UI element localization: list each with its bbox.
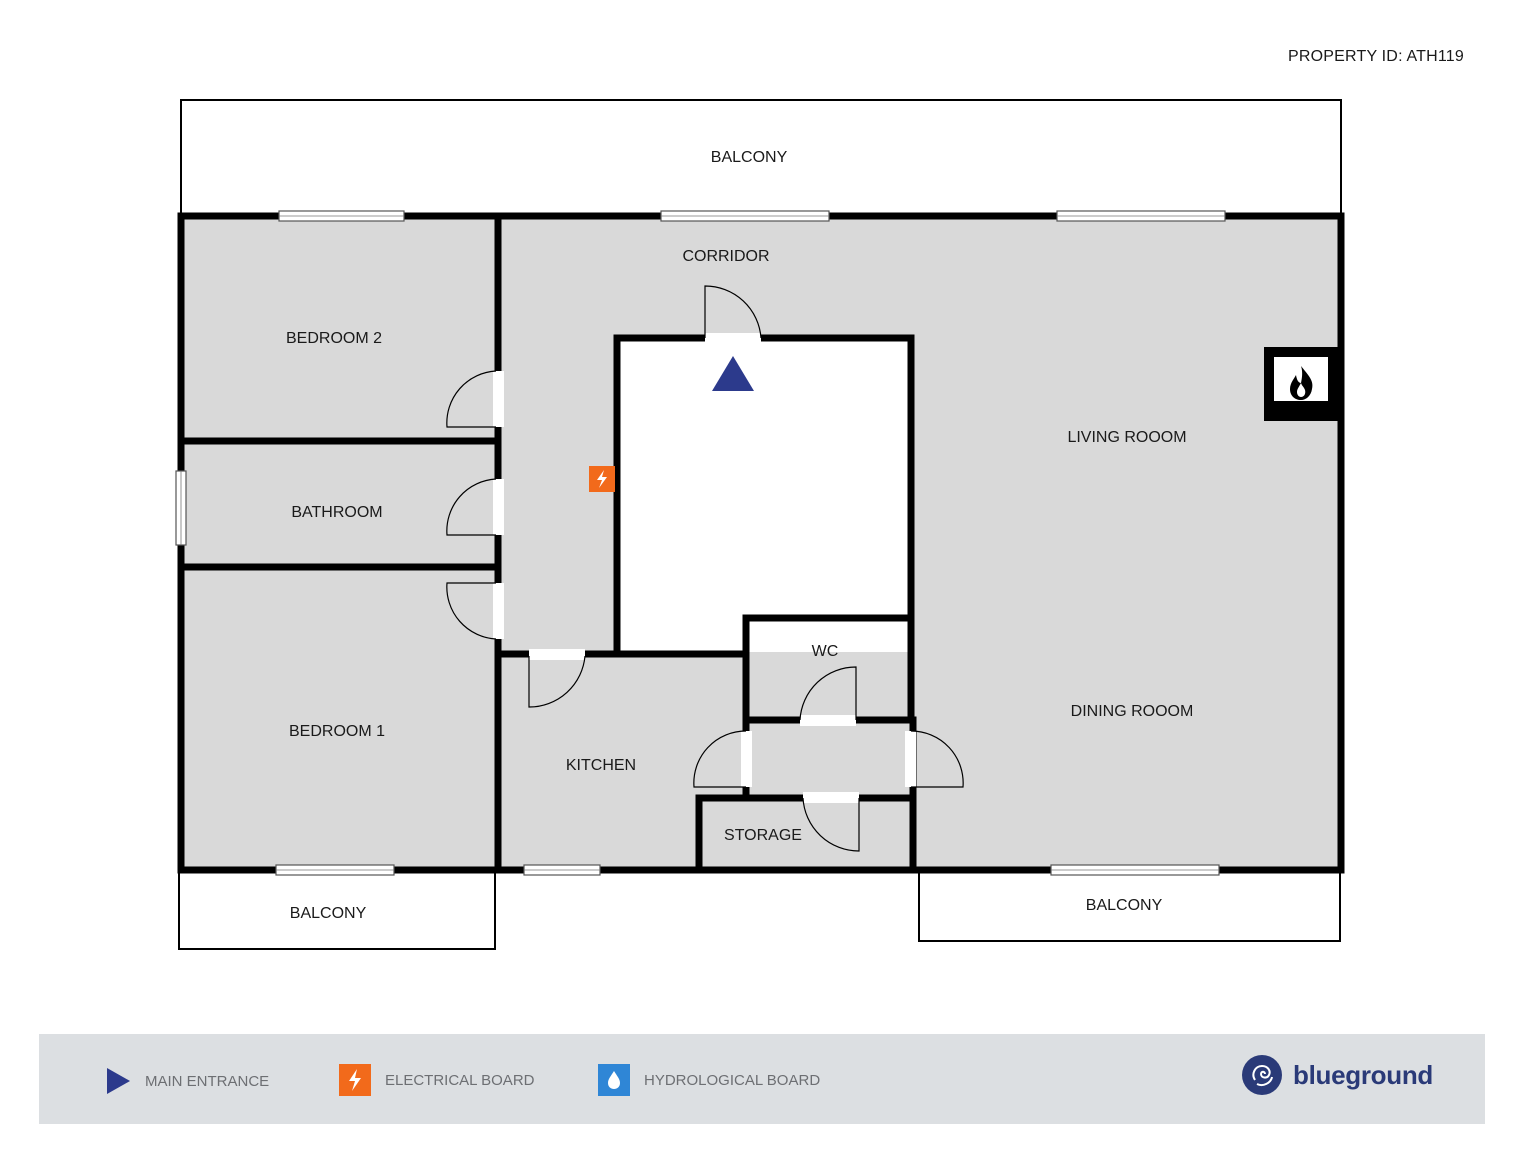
label-bedroom-1: BEDROOM 1 xyxy=(289,723,385,740)
blueground-logo-icon xyxy=(1241,1054,1283,1096)
label-wc: WC xyxy=(812,643,839,660)
fireplace xyxy=(1264,347,1340,421)
legend-electrical-board: ELECTRICAL BOARD xyxy=(339,1064,534,1096)
flame-icon xyxy=(1290,366,1313,400)
legend-main-entrance-label: MAIN ENTRANCE xyxy=(145,1072,270,1090)
lightning-icon xyxy=(339,1064,371,1096)
property-id: PROPERTY ID: ATH119 xyxy=(1287,48,1464,65)
label-balcony-bottom-left: BALCONY xyxy=(290,905,367,922)
label-storage: STORAGE xyxy=(724,827,802,844)
floor-plan: BALCONY CORRIDOR BEDROOM 2 BATHROOM LIVI… xyxy=(175,99,1345,950)
label-corridor: CORRIDOR xyxy=(682,248,769,265)
legend-main-entrance: MAIN ENTRANCE xyxy=(105,1067,269,1095)
legend-electrical-board-label: ELECTRICAL BOARD xyxy=(385,1071,535,1089)
door-gaps xyxy=(493,333,916,803)
label-bathroom: BATHROOM xyxy=(291,504,382,521)
brand-name: blueground xyxy=(1293,1059,1433,1090)
brand-logo: blueground xyxy=(1241,1054,1433,1096)
water-drop-icon xyxy=(598,1064,630,1096)
label-balcony-bottom-right: BALCONY xyxy=(1086,897,1163,914)
window-lines xyxy=(180,215,1225,871)
entrance-hall xyxy=(617,338,911,652)
room-labels: BALCONY CORRIDOR BEDROOM 2 BATHROOM LIVI… xyxy=(286,149,1193,922)
label-living-room: LIVING ROOOM xyxy=(1067,429,1186,446)
door-swings xyxy=(446,285,964,852)
label-dining-room: DINING ROOOM xyxy=(1071,703,1194,720)
legend-bar: MAIN ENTRANCE ELECTRICAL BOARD HYDROLOGI… xyxy=(39,1034,1485,1124)
label-kitchen: KITCHEN xyxy=(566,757,636,774)
label-balcony-top: BALCONY xyxy=(711,149,788,166)
legend-hydrological-board-label: HYDROLOGICAL BOARD xyxy=(644,1071,821,1089)
play-triangle-icon xyxy=(105,1067,131,1095)
lightning-icon xyxy=(589,466,615,492)
legend-hydrological-board: HYDROLOGICAL BOARD xyxy=(598,1064,820,1096)
triangle-icon xyxy=(712,356,754,391)
label-bedroom-2: BEDROOM 2 xyxy=(286,330,382,347)
